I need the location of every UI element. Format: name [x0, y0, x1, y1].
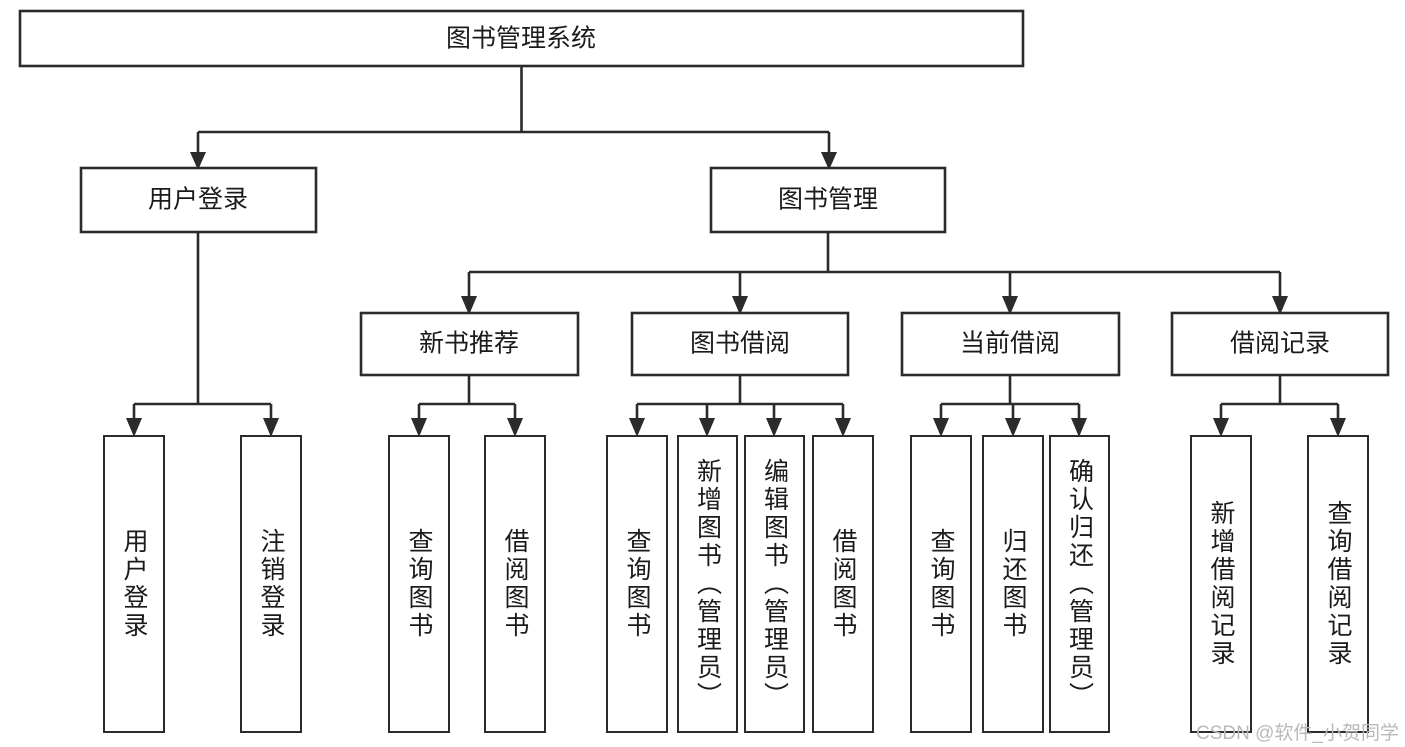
node-book-management-label: 图书管理: [778, 186, 878, 214]
leaf-node-query-books-borrow[interactable]: 查询图书: [606, 435, 668, 733]
node-current-borrow-label: 当前借阅: [960, 330, 1060, 358]
edge-login-to-leaves: [126, 232, 279, 437]
node-book-borrow-label: 图书借阅: [690, 330, 790, 358]
leaf-label: 注销登录: [257, 528, 285, 640]
leaf-node-return-books[interactable]: 归还图书: [982, 435, 1044, 733]
node-new-book-recommend[interactable]: 新书推荐: [359, 311, 580, 377]
leaf-node-logout[interactable]: 注销登录: [240, 435, 302, 733]
edge-root-to-level2: [190, 66, 837, 170]
edge-borrow-to-leaves: [629, 375, 851, 437]
leaf-node-confirm-return-admin[interactable]: 确认归还（管理员）: [1049, 435, 1110, 733]
leaf-label: 借阅图书: [501, 528, 529, 640]
leaf-label: 用户登录: [120, 528, 148, 640]
node-book-borrow[interactable]: 图书借阅: [630, 311, 850, 377]
leaf-label: 新增图书（管理员）: [693, 458, 722, 710]
leaf-label: 归还图书: [999, 528, 1027, 640]
leaf-node-borrow-books[interactable]: 借阅图书: [812, 435, 874, 733]
leaf-node-query-borrow-record[interactable]: 查询借阅记录: [1307, 435, 1369, 733]
node-new-book-recommend-label: 新书推荐: [419, 330, 519, 358]
leaf-node-add-borrow-record[interactable]: 新增借阅记录: [1190, 435, 1252, 733]
node-root-label: 图书管理系统: [446, 25, 596, 53]
leaf-label: 查询借阅记录: [1324, 500, 1352, 668]
leaf-label: 新增借阅记录: [1207, 500, 1235, 668]
edge-records-to-leaves: [1213, 375, 1346, 437]
node-root[interactable]: 图书管理系统: [18, 9, 1025, 68]
edge-current-to-leaves: [933, 375, 1087, 437]
node-book-management[interactable]: 图书管理: [709, 166, 947, 234]
leaf-node-add-book-admin[interactable]: 新增图书（管理员）: [677, 435, 738, 733]
leaf-label: 借阅图书: [829, 528, 857, 640]
leaf-node-edit-book-admin[interactable]: 编辑图书（管理员）: [744, 435, 805, 733]
leaf-label: 查询图书: [405, 528, 433, 640]
leaf-label: 查询图书: [927, 528, 955, 640]
node-user-login-label: 用户登录: [148, 186, 248, 214]
node-current-borrow[interactable]: 当前借阅: [900, 311, 1121, 377]
node-borrow-records-label: 借阅记录: [1230, 330, 1330, 358]
edge-newbooks-to-leaves: [411, 375, 523, 437]
leaf-label: 编辑图书（管理员）: [760, 458, 789, 710]
node-user-login[interactable]: 用户登录: [79, 166, 318, 234]
leaf-label: 查询图书: [623, 528, 651, 640]
leaf-node-query-books-recommend[interactable]: 查询图书: [388, 435, 450, 733]
leaf-node-user-login[interactable]: 用户登录: [103, 435, 165, 733]
leaf-node-borrow-books-recommend[interactable]: 借阅图书: [484, 435, 546, 733]
leaf-label: 确认归还（管理员）: [1065, 458, 1094, 710]
edge-books-to-level3: [461, 232, 1288, 315]
leaf-node-query-books-current[interactable]: 查询图书: [910, 435, 972, 733]
node-borrow-records[interactable]: 借阅记录: [1170, 311, 1390, 377]
